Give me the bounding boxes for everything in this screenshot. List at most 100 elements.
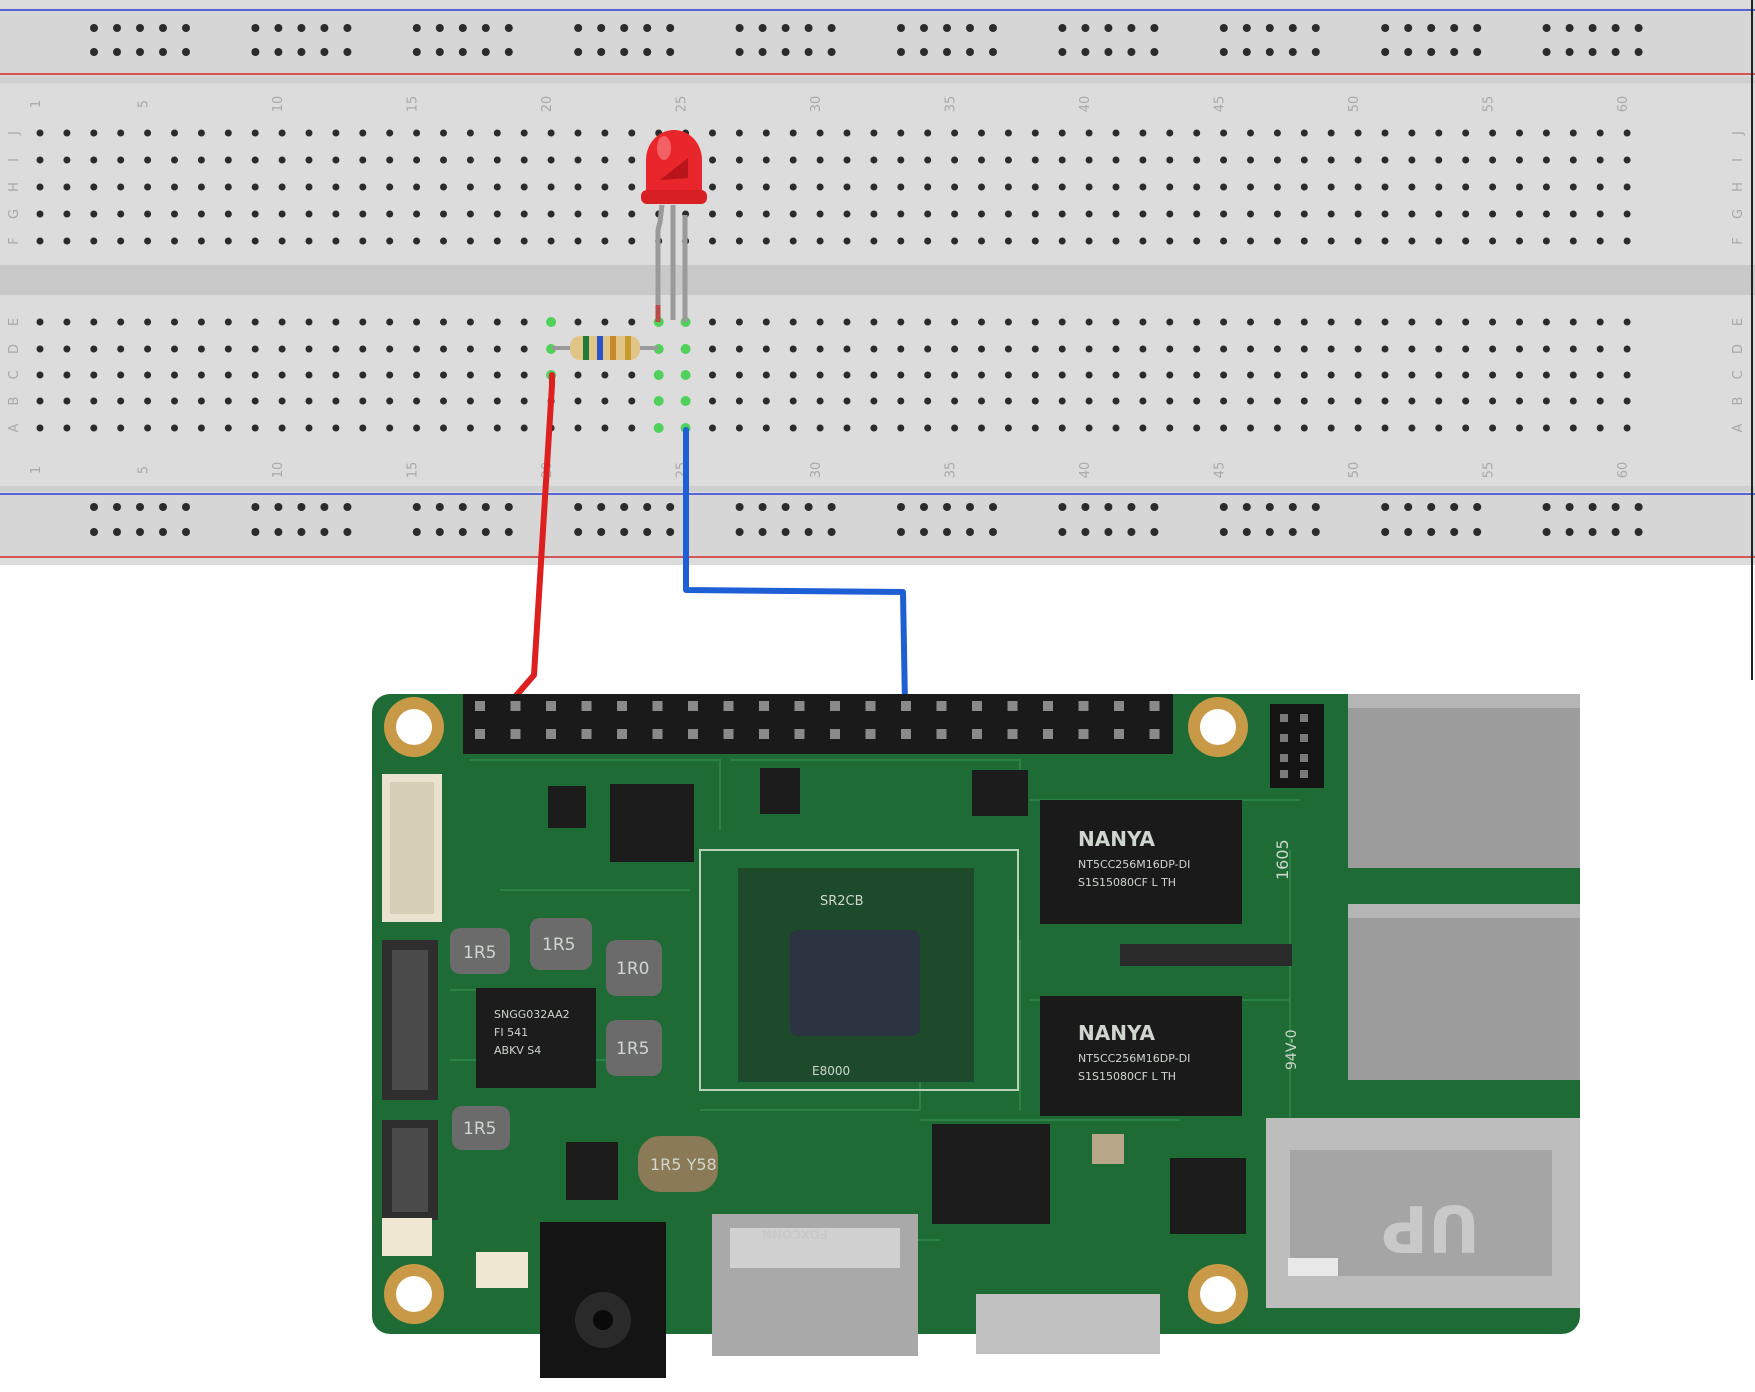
breadboard-hole[interactable] <box>789 345 797 353</box>
breadboard-hole[interactable] <box>1516 183 1523 191</box>
breadboard-hole[interactable] <box>709 371 716 379</box>
rail-hole[interactable] <box>1127 48 1136 56</box>
breadboard-hole[interactable] <box>36 424 44 432</box>
breadboard-hole[interactable] <box>1300 424 1308 432</box>
rail-hole[interactable] <box>943 528 951 536</box>
rail-hole[interactable] <box>643 24 652 32</box>
gpio-pin[interactable] <box>1149 701 1160 711</box>
breadboard-hole[interactable] <box>653 423 664 433</box>
gpio-pin[interactable] <box>972 701 982 711</box>
rail-hole[interactable] <box>1104 503 1113 511</box>
rail-hole[interactable] <box>274 24 283 32</box>
breadboard-hole[interactable] <box>440 237 447 245</box>
breadboard-hole[interactable] <box>546 317 557 327</box>
rail-hole[interactable] <box>343 48 352 56</box>
breadboard-hole[interactable] <box>843 318 851 326</box>
breadboard-hole[interactable] <box>951 237 959 245</box>
breadboard-hole[interactable] <box>251 129 259 137</box>
breadboard-hole[interactable] <box>117 237 125 245</box>
breadboard-hole[interactable] <box>466 183 474 191</box>
rail-hole[interactable] <box>735 48 744 56</box>
breadboard-hole[interactable] <box>144 345 152 353</box>
breadboard-hole[interactable] <box>978 397 985 405</box>
breadboard-hole[interactable] <box>1166 345 1174 353</box>
breadboard-hole[interactable] <box>1085 318 1093 326</box>
rail-hole[interactable] <box>574 503 583 511</box>
breadboard-hole[interactable] <box>440 183 447 191</box>
breadboard-hole[interactable] <box>1247 183 1254 191</box>
breadboard-hole[interactable] <box>144 129 152 137</box>
breadboard-hole[interactable] <box>224 424 232 432</box>
breadboard-hole[interactable] <box>897 318 905 326</box>
rail-hole[interactable] <box>1265 24 1274 32</box>
breadboard-hole[interactable] <box>278 371 286 379</box>
gpio-pin[interactable] <box>688 701 698 711</box>
breadboard-hole[interactable] <box>547 183 555 191</box>
breadboard-hole[interactable] <box>386 424 394 432</box>
breadboard-hole[interactable] <box>224 183 232 191</box>
breadboard-hole[interactable] <box>117 424 125 432</box>
breadboard-hole[interactable] <box>36 129 44 137</box>
breadboard-hole[interactable] <box>332 210 340 218</box>
breadboard-hole[interactable] <box>1112 183 1120 191</box>
gpio-pin[interactable] <box>510 701 521 711</box>
breadboard-hole[interactable] <box>601 237 609 245</box>
breadboard-hole[interactable] <box>440 345 447 353</box>
rail-hole[interactable] <box>1058 503 1067 511</box>
breadboard-hole[interactable] <box>1489 183 1497 191</box>
breadboard-hole[interactable] <box>332 237 340 245</box>
rail-hole[interactable] <box>1150 24 1159 32</box>
rail-hole[interactable] <box>458 528 467 536</box>
breadboard-hole[interactable] <box>251 345 259 353</box>
breadboard-hole[interactable] <box>1247 371 1254 379</box>
rail-hole[interactable] <box>412 528 421 536</box>
breadboard-hole[interactable] <box>36 183 44 191</box>
rail-hole[interactable] <box>1588 503 1597 511</box>
breadboard-hole[interactable] <box>1327 424 1335 432</box>
breadboard-hole[interactable] <box>1596 129 1604 137</box>
breadboard-hole[interactable] <box>171 371 178 379</box>
breadboard-hole[interactable] <box>843 397 851 405</box>
breadboard-hole[interactable] <box>197 371 205 379</box>
breadboard-hole[interactable] <box>1220 345 1228 353</box>
breadboard-hole[interactable] <box>1354 371 1362 379</box>
rail-hole[interactable] <box>920 528 928 536</box>
breadboard-hole[interactable] <box>870 318 878 326</box>
rail-hole[interactable] <box>758 503 767 511</box>
breadboard-hole[interactable] <box>305 424 313 432</box>
breadboard-hole[interactable] <box>1085 156 1093 164</box>
breadboard-hole[interactable] <box>1542 156 1550 164</box>
breadboard-hole[interactable] <box>709 237 716 245</box>
rail-hole[interactable] <box>758 528 767 536</box>
rail-hole[interactable] <box>274 528 283 536</box>
rail-hole[interactable] <box>320 503 329 511</box>
breadboard-hole[interactable] <box>1085 424 1093 432</box>
breadboard-hole[interactable] <box>1193 183 1201 191</box>
breadboard-hole[interactable] <box>440 129 447 137</box>
breadboard-hole[interactable] <box>1273 210 1281 218</box>
rail-hole[interactable] <box>1427 528 1436 536</box>
breadboard-hole[interactable] <box>816 156 824 164</box>
breadboard-hole[interactable] <box>493 129 501 137</box>
breadboard-hole[interactable] <box>1596 156 1604 164</box>
breadboard-hole[interactable] <box>332 183 340 191</box>
rail-hole[interactable] <box>1219 24 1228 32</box>
rail-hole[interactable] <box>1634 24 1643 32</box>
rail-hole[interactable] <box>159 24 167 32</box>
breadboard-hole[interactable] <box>305 237 313 245</box>
breadboard-hole[interactable] <box>493 318 501 326</box>
breadboard-hole[interactable] <box>1462 129 1470 137</box>
breadboard-hole[interactable] <box>466 129 474 137</box>
breadboard-hole[interactable] <box>1381 129 1389 137</box>
breadboard-hole[interactable] <box>1381 210 1389 218</box>
rail-hole[interactable] <box>1611 48 1620 56</box>
breadboard-hole[interactable] <box>843 371 851 379</box>
breadboard-hole[interactable] <box>224 156 232 164</box>
breadboard-hole[interactable] <box>574 424 582 432</box>
breadboard-hole[interactable] <box>601 129 609 137</box>
breadboard-hole[interactable] <box>1112 424 1120 432</box>
breadboard-hole[interactable] <box>924 371 932 379</box>
breadboard-hole[interactable] <box>1004 345 1012 353</box>
rail-hole[interactable] <box>1565 528 1574 536</box>
breadboard-hole[interactable] <box>1408 371 1416 379</box>
